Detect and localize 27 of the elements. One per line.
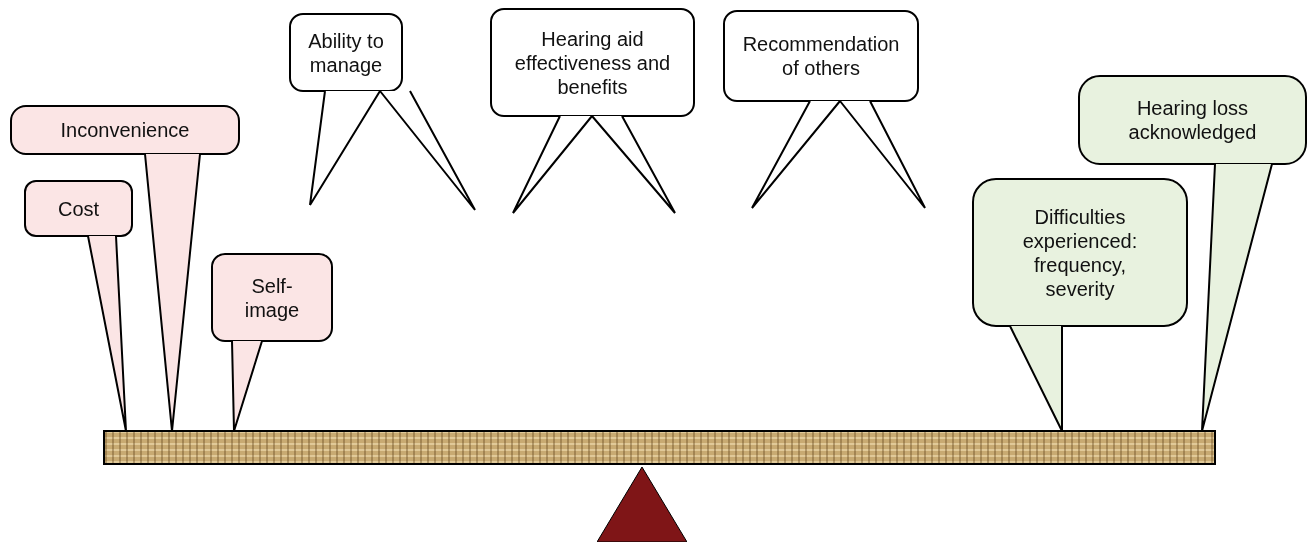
callout-text: Hearing aid effectiveness and benefits bbox=[513, 26, 672, 99]
callout-text: Inconvenience bbox=[60, 118, 190, 142]
callout-tail bbox=[143, 153, 202, 432]
callout-bubble bbox=[289, 13, 403, 92]
callout-tail bbox=[512, 115, 595, 214]
callout-bubble bbox=[211, 253, 333, 342]
callout-tail bbox=[377, 90, 476, 211]
callout-tail bbox=[589, 115, 676, 214]
callout-tail bbox=[751, 100, 843, 209]
callout-bubble bbox=[1078, 75, 1307, 165]
callout-bubble bbox=[10, 105, 240, 155]
callout-tail bbox=[1201, 163, 1274, 432]
callout-text: Hearing loss acknowledged bbox=[1127, 96, 1258, 144]
fulcrum-triangle bbox=[597, 467, 687, 542]
callout-text: Cost bbox=[57, 196, 100, 221]
callout-text: Difficulties experienced: frequency, severity bbox=[1021, 204, 1139, 301]
callout-bubble bbox=[723, 10, 919, 102]
callout-text: Recommendation of others bbox=[742, 32, 900, 80]
seesaw-beam bbox=[103, 430, 1216, 465]
callout-text: Ability to manage bbox=[307, 28, 385, 77]
callout-tail bbox=[86, 235, 127, 432]
callout-text: Self-image bbox=[243, 273, 301, 322]
callout-bubble bbox=[972, 178, 1188, 327]
callout-tail bbox=[230, 340, 264, 432]
callout-bubble bbox=[24, 180, 133, 237]
callout-tail bbox=[837, 100, 926, 209]
callout-tail bbox=[309, 90, 382, 206]
